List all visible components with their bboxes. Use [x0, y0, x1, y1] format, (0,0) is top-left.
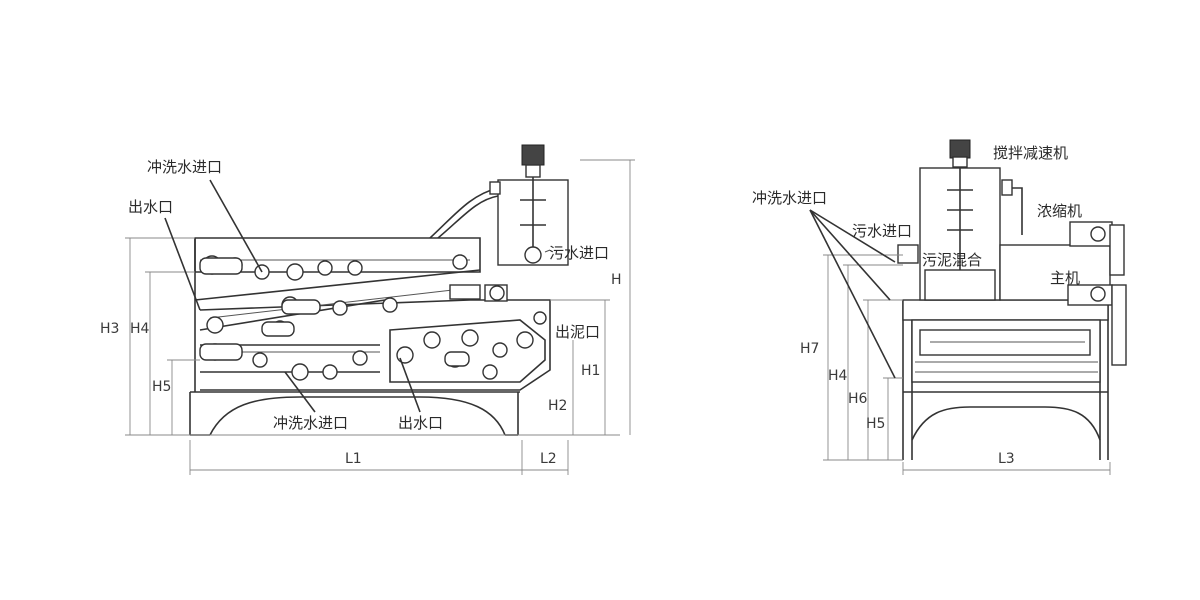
front-dimension-lines: [823, 254, 1111, 475]
front-view: 搅拌减速机 冲洗水进口 浓缩机 污水进口 污泥混合 主机 H7 H4 H6 H5…: [752, 139, 1127, 475]
dim-H6: H6: [848, 391, 868, 407]
label-main-machine: 主机: [1050, 269, 1080, 287]
dim-H7: H7: [800, 341, 819, 357]
label-wash-inlet-bottom: 冲洗水进口: [273, 414, 348, 432]
label-sewage-inlet: 污水进口: [852, 222, 912, 240]
label-outlet-left: 出水口: [128, 198, 173, 216]
dim-H5: H5: [152, 379, 171, 395]
dim-L3: L3: [998, 451, 1015, 467]
dim-H2: H2: [548, 398, 567, 414]
front-leader-lines: [809, 209, 896, 379]
dim-L2: L2: [540, 451, 557, 467]
side-dimension-lines: [125, 159, 635, 475]
side-mixing-tank: [429, 144, 569, 266]
label-sludge-inlet: 污水进口: [549, 244, 609, 262]
front-concentrator: [897, 139, 1127, 366]
label-outlet-bottom: 出水口: [398, 414, 443, 432]
label-mud-outlet: 出泥口: [555, 323, 600, 341]
dim-H1: H1: [581, 363, 600, 379]
label-mixer-reducer: 搅拌减速机: [993, 144, 1068, 162]
label-concentrator: 浓缩机: [1037, 202, 1082, 220]
front-press-body: [902, 299, 1109, 383]
side-frame: [194, 237, 551, 392]
dim-H3: H3: [100, 321, 119, 337]
dim-H4-front: H4: [828, 368, 848, 384]
dim-H4: H4: [130, 321, 150, 337]
side-base: [189, 391, 520, 436]
dim-H5-front: H5: [866, 416, 885, 432]
side-view: 冲洗水进口 出水口 污水进口 出泥口 冲洗水进口 出水口 H H1 H2 H3 …: [100, 144, 635, 475]
side-leader-lines: [164, 179, 551, 413]
label-sludge-mixing: 污泥混合: [922, 251, 982, 269]
label-wash-inlet: 冲洗水进口: [752, 189, 827, 207]
dim-H: H: [611, 272, 622, 288]
side-rollers: [199, 254, 547, 381]
label-wash-inlet-top: 冲洗水进口: [147, 158, 222, 176]
dim-L1: L1: [345, 451, 362, 467]
